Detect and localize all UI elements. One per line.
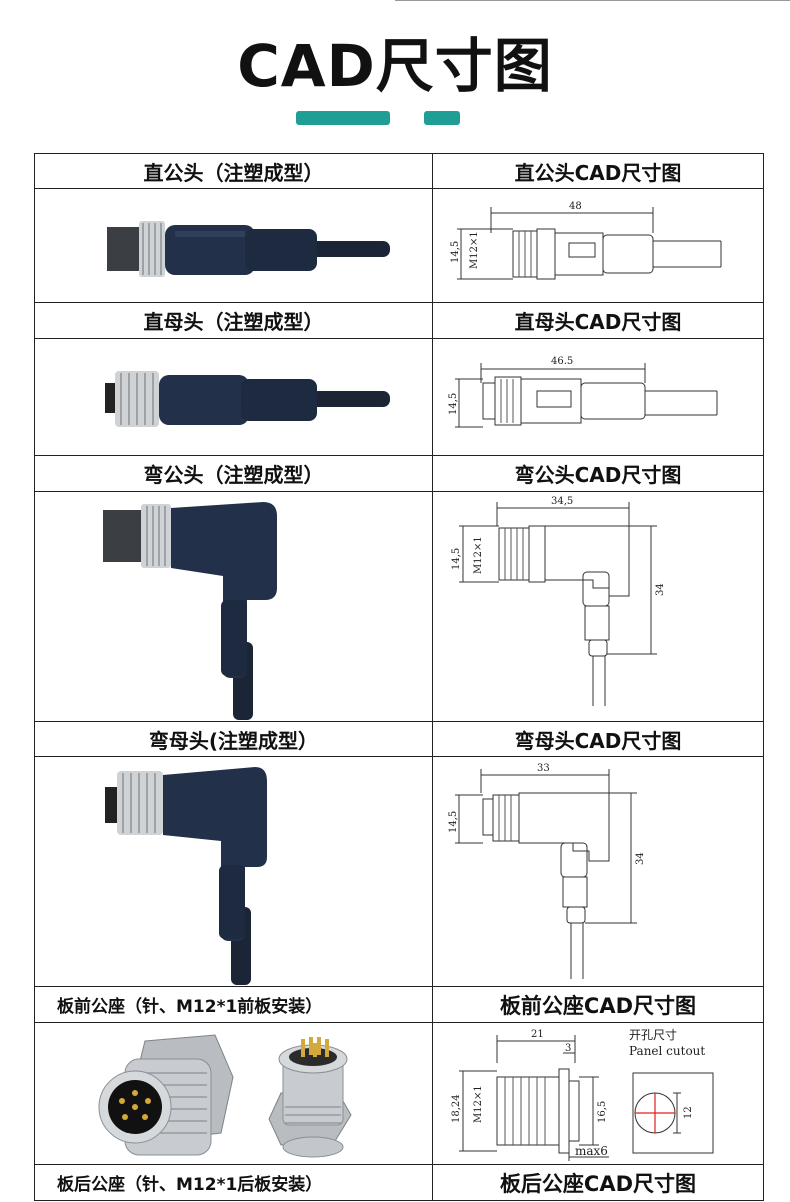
product-label: 弯公头（注塑成型） (35, 456, 433, 491)
dim-length: 46.5 (551, 356, 573, 367)
table-image-row: 21 3 18,24 M12×1 16,5 max6 开孔尺寸 Panel cu… (35, 1023, 763, 1165)
cad-label: 直母头CAD尺寸图 (514, 310, 682, 334)
dim-thread: M12×1 (469, 231, 480, 269)
product-label: 直公头（注塑成型） (35, 154, 433, 188)
dim-height: 14,5 (448, 393, 459, 415)
cad-drawing-cell: 21 3 18,24 M12×1 16,5 max6 开孔尺寸 Panel cu… (433, 1023, 763, 1164)
straight-male-cad-drawing: 48 14,5 M12×1 (450, 201, 722, 280)
table-header-row: 直公头（注塑成型） 直公头CAD尺寸图 (35, 154, 763, 189)
dim-height: 14,5 (451, 548, 462, 570)
product-label: 板后公座（针、M12*1后板安装） (35, 1165, 433, 1200)
table-header-row: 板后公座（针、M12*1后板安装） 板后公座CAD尺寸图 (35, 1165, 763, 1201)
dim-inner: 16,5 (597, 1101, 608, 1123)
dim-outer: 18,24 (451, 1094, 462, 1123)
table-image-row: 48 14,5 M12×1 (35, 189, 763, 303)
title-accent-bar-short (424, 111, 460, 125)
product-photo-cell (35, 492, 433, 721)
table-image-row: 34,5 14,5 M12×1 34 (35, 492, 763, 722)
dim-drop: 34 (635, 852, 646, 865)
dim-length: 34,5 (551, 496, 573, 507)
cutout-label-cn: 开孔尺寸 (629, 1028, 677, 1042)
top-border-line (395, 0, 790, 1)
product-photo-cell (35, 339, 433, 455)
straight-female-cad-drawing: 46.5 14,5 (448, 356, 718, 428)
dim-thread: M12×1 (473, 536, 484, 574)
dim-length: 33 (537, 763, 550, 774)
panel-front-male-cad-drawing: 21 3 18,24 M12×1 16,5 max6 开孔尺寸 Panel cu… (451, 1028, 714, 1161)
cad-label: 弯母头CAD尺寸图 (514, 728, 682, 753)
cutout-label-en: Panel cutout (629, 1044, 705, 1058)
dim-length: 21 (531, 1029, 544, 1040)
dim-drop: 34 (655, 583, 666, 596)
panel-front-male-socket-photo (98, 1034, 352, 1158)
straight-male-connector-photo (107, 221, 390, 277)
cad-label: 板后公座CAD尺寸图 (499, 1171, 697, 1196)
product-label: 直母头（注塑成型） (35, 303, 433, 338)
dim-length: 48 (569, 201, 582, 212)
cad-label: 直公头CAD尺寸图 (514, 160, 682, 185)
angled-female-cad-drawing: 33 14,5 34 (448, 763, 646, 979)
cad-drawing-cell: 48 14,5 M12×1 (433, 189, 763, 302)
table-header-row: 弯公头（注塑成型） 弯公头CAD尺寸图 (35, 456, 763, 492)
dim-max: max6 (575, 1144, 608, 1158)
cad-drawing-cell: 34,5 14,5 M12×1 34 (433, 492, 763, 721)
table-header-row: 弯母头(注塑成型） 弯母头CAD尺寸图 (35, 722, 763, 757)
table-image-row: 33 14,5 34 (35, 757, 763, 987)
cad-table: 直公头（注塑成型） 直公头CAD尺寸图 (34, 153, 764, 1201)
cad-label: 板前公座CAD尺寸图 (499, 993, 697, 1018)
dim-height: 14,5 (450, 241, 461, 263)
dim-step: 3 (565, 1043, 571, 1054)
dim-thread: M12×1 (473, 1085, 484, 1123)
product-photo-cell (35, 757, 433, 986)
product-photo-cell (35, 1023, 433, 1164)
cad-drawing-cell: 46.5 14,5 (433, 339, 763, 455)
title-accent-bar-long (296, 111, 390, 125)
table-header-row: 板前公座（针、M12*1前板安装） 板前公座CAD尺寸图 (35, 987, 763, 1023)
cad-label: 弯公头CAD尺寸图 (514, 463, 682, 487)
angled-male-connector-photo (103, 502, 277, 720)
table-image-row: 46.5 14,5 (35, 339, 763, 456)
dim-cutout-size: 12 (683, 1106, 694, 1119)
page-title: CAD尺寸图 (237, 32, 553, 100)
product-label: 弯母头(注塑成型） (35, 722, 433, 756)
cad-drawing-cell: 33 14,5 34 (433, 757, 763, 986)
product-photo-cell (35, 189, 433, 302)
dim-height: 14,5 (448, 811, 459, 833)
straight-female-connector-photo (105, 371, 390, 427)
angled-male-cad-drawing: 34,5 14,5 M12×1 34 (451, 496, 666, 706)
angled-female-connector-photo (105, 767, 267, 985)
table-header-row: 直母头（注塑成型） 直母头CAD尺寸图 (35, 303, 763, 339)
product-label: 板前公座（针、M12*1前板安装） (35, 987, 433, 1022)
